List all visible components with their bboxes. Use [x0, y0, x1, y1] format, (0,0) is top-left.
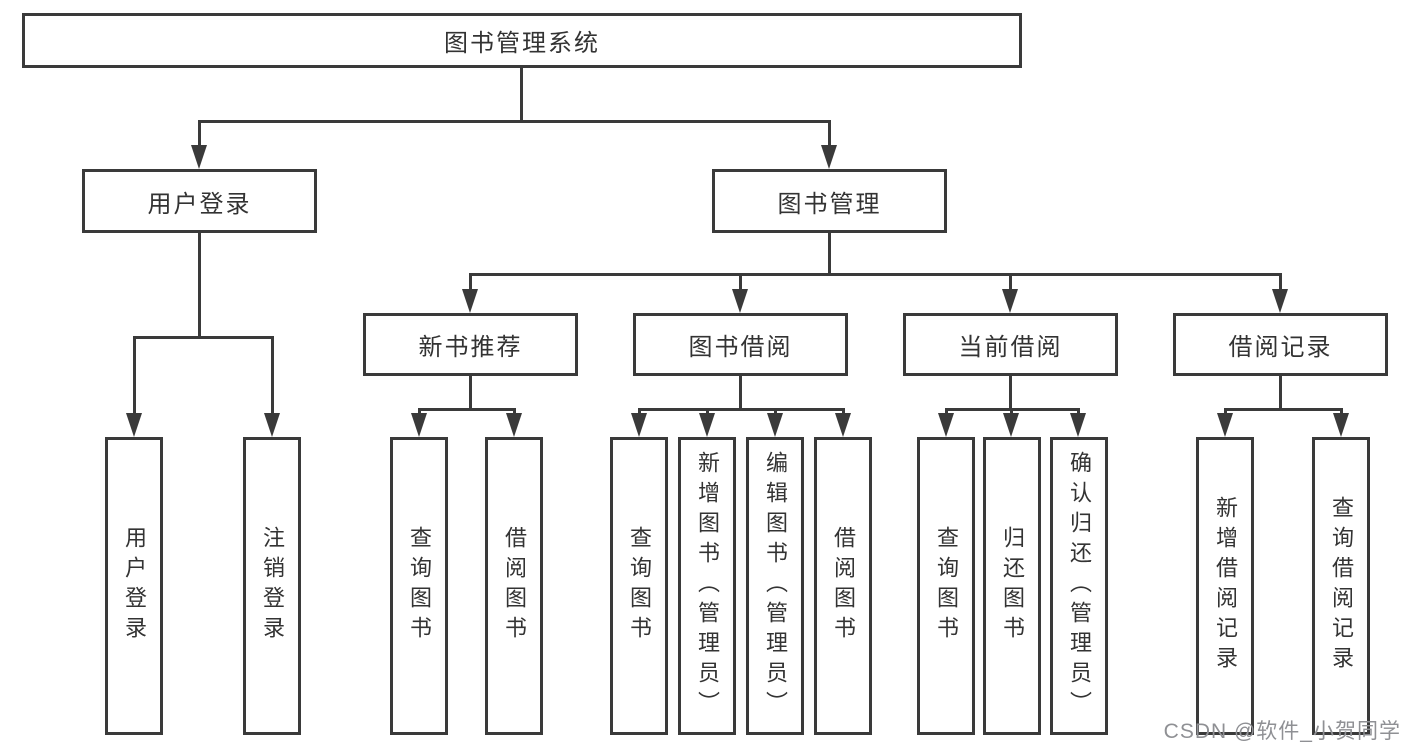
- arrowhead: [462, 289, 478, 313]
- connector-line: [1224, 408, 1342, 411]
- leaf-borrow-books: 借阅图书: [485, 437, 543, 735]
- node-new-book-recommendation: 新书推荐: [363, 313, 578, 376]
- arrowhead: [1002, 289, 1018, 313]
- connector-line: [945, 408, 948, 414]
- connector-line: [198, 233, 201, 336]
- leaf-add-borrow-record: 新增借阅记录: [1196, 437, 1254, 735]
- connector-line: [739, 376, 742, 408]
- connector-line: [1009, 376, 1012, 408]
- connector-line: [1224, 408, 1227, 414]
- connector-line: [1077, 408, 1080, 414]
- connector-line: [520, 68, 523, 120]
- arrowhead: [411, 413, 427, 437]
- watermark: CSDN @软件_小贺同学: [1163, 720, 1401, 743]
- arrowhead: [506, 413, 522, 437]
- connector-line: [638, 408, 844, 411]
- leaf-query-books: 查询图书: [917, 437, 975, 735]
- arrowhead: [938, 413, 954, 437]
- connector-line: [638, 408, 641, 414]
- arrowhead: [1070, 413, 1086, 437]
- arrowhead: [1217, 413, 1233, 437]
- arrowhead: [835, 413, 851, 437]
- connector-line: [418, 408, 515, 411]
- connector-line: [469, 273, 1282, 276]
- connector-line: [1010, 408, 1013, 414]
- connector-line: [133, 336, 136, 414]
- leaf-add-books-admin: 新增图书（管理员）: [678, 437, 736, 735]
- leaf-logout: 注销登录: [243, 437, 301, 735]
- arrowhead: [699, 413, 715, 437]
- connector-line: [1279, 376, 1282, 408]
- connector-line: [828, 233, 831, 273]
- leaf-borrow-books: 借阅图书: [814, 437, 872, 735]
- connector-line: [739, 273, 742, 290]
- node-borrowing-records: 借阅记录: [1173, 313, 1388, 376]
- arrowhead: [767, 413, 783, 437]
- leaf-confirm-return-admin: 确认归还（管理员）: [1050, 437, 1108, 735]
- arrowhead: [1003, 413, 1019, 437]
- arrowhead: [1272, 289, 1288, 313]
- connector-line: [828, 120, 831, 146]
- connector-line: [469, 376, 472, 408]
- connector-line: [1009, 273, 1012, 290]
- leaf-user-login: 用户登录: [105, 437, 163, 735]
- connector-line: [513, 408, 516, 414]
- arrowhead: [264, 413, 280, 437]
- connector-line: [198, 120, 831, 123]
- leaf-return-books: 归还图书: [983, 437, 1041, 735]
- connector-line: [271, 336, 274, 414]
- connector-line: [418, 408, 421, 414]
- node-user-login: 用户登录: [82, 169, 317, 233]
- connector-line: [774, 408, 777, 414]
- node-book-management: 图书管理: [712, 169, 947, 233]
- connector-line: [1279, 273, 1282, 290]
- connector-line: [706, 408, 709, 414]
- connector-line: [469, 273, 472, 290]
- arrowhead: [126, 413, 142, 437]
- arrowhead: [631, 413, 647, 437]
- connector-line: [133, 336, 273, 339]
- arrowhead: [732, 289, 748, 313]
- connector-line: [198, 120, 201, 146]
- node-current-borrowing: 当前借阅: [903, 313, 1118, 376]
- leaf-query-borrow-record: 查询借阅记录: [1312, 437, 1370, 735]
- arrowhead: [1333, 413, 1349, 437]
- connector-line: [842, 408, 845, 414]
- node-library-management-system: 图书管理系统: [22, 13, 1022, 68]
- node-book-borrowing: 图书借阅: [633, 313, 848, 376]
- arrowhead: [191, 145, 207, 169]
- arrowhead: [821, 145, 837, 169]
- leaf-query-books: 查询图书: [610, 437, 668, 735]
- leaf-edit-books-admin: 编辑图书（管理员）: [746, 437, 804, 735]
- connector-line: [1340, 408, 1343, 414]
- leaf-query-books: 查询图书: [390, 437, 448, 735]
